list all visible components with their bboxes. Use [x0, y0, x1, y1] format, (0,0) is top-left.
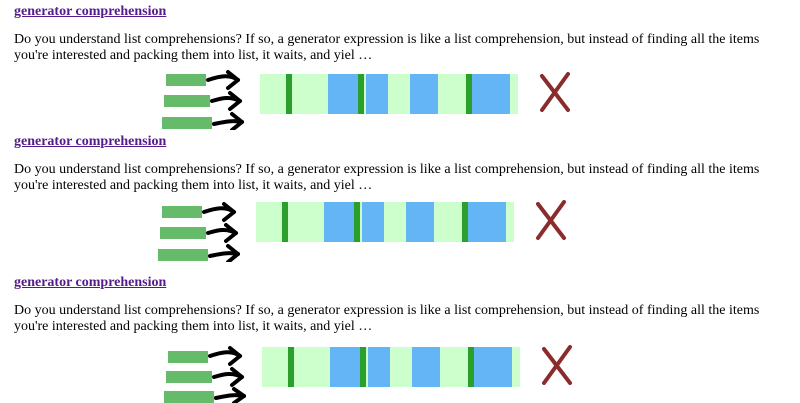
item-bar — [160, 227, 206, 239]
cross-icon — [542, 345, 572, 385]
item-bar — [168, 351, 208, 363]
result-snippet: Do you understand list comprehensions? I… — [14, 32, 760, 63]
cross-icon — [536, 200, 566, 240]
list-strip — [262, 347, 520, 387]
item-bar — [166, 74, 206, 86]
list-strip — [256, 202, 514, 242]
generator-figure — [158, 200, 578, 262]
item-bar — [164, 391, 214, 403]
arrow-icon — [208, 346, 246, 403]
item-bar — [162, 117, 212, 129]
generator-vs-list-illustration — [164, 345, 572, 403]
generator-figure — [162, 68, 582, 130]
result-snippet: Do you understand list comprehensions? I… — [14, 162, 760, 193]
item-bar — [164, 95, 210, 107]
item-bar — [166, 371, 212, 383]
generator-figure — [164, 341, 584, 403]
cross-icon — [540, 72, 570, 112]
result-snippet: Do you understand list comprehensions? I… — [14, 303, 760, 334]
generator-vs-list-illustration — [162, 70, 570, 130]
result-title-link[interactable]: generator comprehension — [14, 4, 167, 19]
arrow-icon — [206, 70, 244, 130]
list-strip — [260, 74, 518, 114]
item-bar — [162, 206, 202, 218]
result-title-link[interactable]: generator comprehension — [14, 134, 167, 149]
generator-vs-list-illustration — [158, 200, 566, 262]
item-bar — [158, 249, 208, 261]
arrow-icon — [202, 202, 240, 262]
result-title-link[interactable]: generator comprehension — [14, 275, 167, 290]
